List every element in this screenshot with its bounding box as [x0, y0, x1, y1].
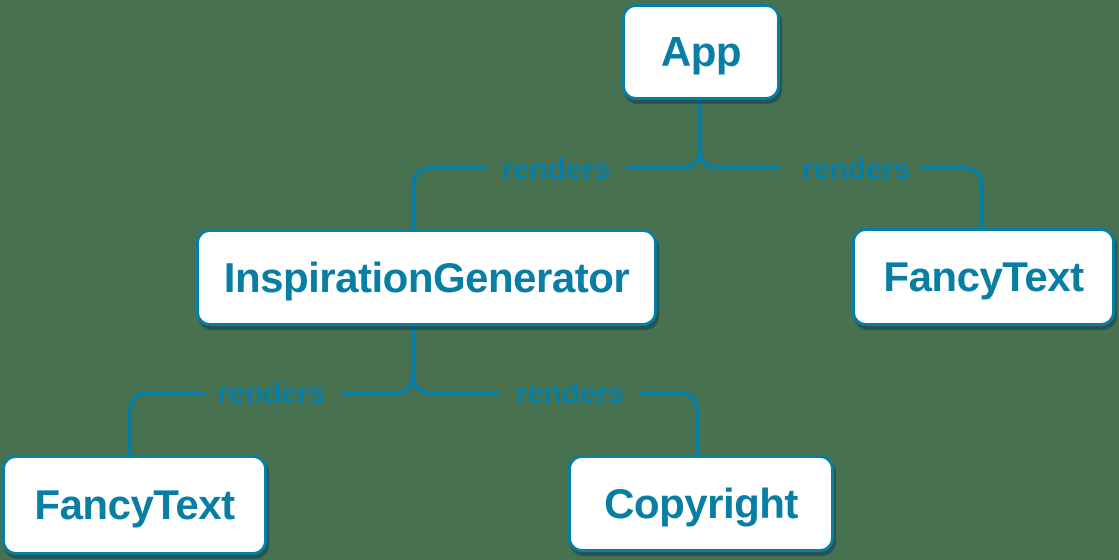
tree-node-fancy-text-top: FancyText [852, 228, 1115, 326]
tree-node-inspiration-generator-label: InspirationGenerator [223, 253, 630, 301]
edge-label-app-fancytext: renders [802, 153, 910, 186]
edge-ig-to-copyright-end [640, 391, 699, 457]
tree-node-copyright: Copyright [568, 455, 834, 552]
edge-app-to-fancytext-stem [698, 148, 779, 170]
edge-ig-to-copyright-stem [411, 373, 500, 395]
edge-label-ig-fancytext: renders [217, 377, 325, 410]
edge-ig-to-fancytext-end [128, 391, 205, 457]
edge-app-to-fancytext-end [920, 166, 984, 230]
tree-node-app: App [622, 4, 780, 100]
edge-app-to-inspirationgenerator-stem [625, 98, 702, 170]
edge-ig-to-fancytext-stem [342, 323, 415, 395]
tree-node-inspiration-generator: InspirationGenerator [196, 229, 657, 326]
tree-node-fancy-text-top-label: FancyText [883, 253, 1084, 300]
edge-label-ig-copyright: renders [516, 377, 624, 410]
tree-node-fancy-text-bottom-label: FancyText [34, 481, 235, 528]
edge-app-to-inspirationgenerator-end [411, 166, 487, 231]
tree-node-fancy-text-bottom: FancyText [2, 455, 267, 555]
tree-node-app-label: App [660, 28, 742, 75]
tree-node-copyright-label: Copyright [604, 479, 798, 527]
edge-label-app-inspirationgenerator: renders [502, 153, 610, 186]
